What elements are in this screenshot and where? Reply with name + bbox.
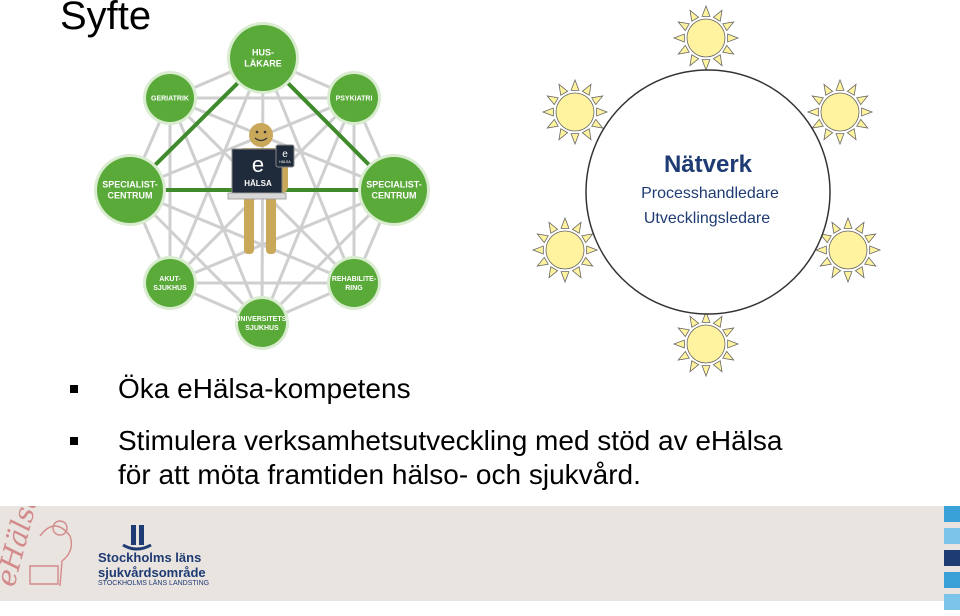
sun-icon [541, 78, 609, 146]
org-name-line2: sjukvårdsområde [98, 565, 206, 580]
org-name-line1: Stockholms läns [98, 550, 202, 565]
person-leg-left [244, 196, 254, 254]
sll-logo-icon [122, 525, 152, 551]
node-label: AKUT- [159, 276, 181, 283]
natverk-role-1: Processhandledare [641, 185, 779, 202]
sun-icon [672, 310, 740, 378]
node-rehab: REHABILITE- RING [327, 256, 381, 310]
decor-square [944, 506, 960, 522]
laptop: e HÄLSA [227, 148, 287, 200]
org-name: Stockholms läns sjukvårdsområde [98, 550, 206, 580]
sun-icon [814, 216, 882, 284]
suns [531, 4, 882, 378]
laptop-halsa-text: HÄLSA [244, 179, 272, 188]
node-spec-left: SPECIALIST-CENTRUM [94, 154, 166, 226]
node-label: PSYKIATRI [336, 95, 373, 102]
decor-square [944, 572, 960, 588]
node-psykiatri: PSYKIATRI [327, 71, 381, 125]
laptop-e-letter: e [252, 152, 264, 177]
node-geriatrik: GERIATRIK [143, 71, 197, 125]
bullet-item: Öka eHälsa-kompetens [70, 372, 783, 406]
node-label: SPECIALIST- [366, 180, 422, 190]
org-subtitle: STOCKHOLMS LÄNS LANDSTING [98, 580, 210, 587]
bullet-item: Stimulera verksamhetsutveckling med stöd… [70, 424, 783, 492]
decor-square [944, 528, 960, 544]
node-label: REHABILITE- [332, 276, 377, 283]
network-link [169, 188, 395, 285]
bullet-list: Öka eHälsa-kompetens Stimulera verksamhe… [70, 372, 783, 492]
node-label: LÄKARE [244, 59, 282, 69]
decor-square [944, 550, 960, 566]
ehalsa-logo-art: eHälsa [0, 506, 73, 590]
node-univ: UNIVERSITETS- SJUKHUS [235, 296, 289, 350]
node-label: GERIATRIK [151, 95, 189, 102]
bullet-text-continued: för att möta framtiden hälso- och sjukvå… [118, 459, 641, 490]
decor-square [944, 594, 960, 610]
slide-title: Syfte [60, 0, 152, 38]
svg-text:eHälsa: eHälsa [0, 506, 46, 590]
decor-squares [944, 506, 960, 616]
bullet-text: Stimulera verksamhetsutveckling med stöd… [118, 425, 783, 456]
node-label: HUS- [252, 48, 274, 58]
node-huslakare: HUS-LÄKARE [227, 22, 299, 94]
person-head [249, 123, 273, 147]
sun-icon [806, 78, 874, 146]
sun-icon [531, 216, 599, 284]
phone-halsa-text: HÄLSA [279, 160, 291, 164]
bullet-marker [70, 385, 78, 393]
node-label: SJUKHUS [245, 325, 279, 332]
node-label: CENTRUM [372, 191, 417, 201]
bullet-text: Öka eHälsa-kompetens [118, 373, 411, 404]
footer-band [0, 506, 960, 601]
natverk-panel: Nätverk Processhandledare Utvecklingsled… [531, 4, 882, 378]
phone: e HÄLSA [275, 144, 295, 168]
phone-e-letter: e [282, 149, 288, 160]
natverk-role-2: Utvecklingsledare [644, 210, 770, 227]
person-leg-right [266, 196, 276, 254]
node-label: SPECIALIST- [102, 180, 158, 190]
node-label: RING [345, 285, 363, 292]
natverk-circle [585, 69, 831, 315]
sun-icon [672, 4, 740, 72]
node-label: SJUKHUS [153, 285, 187, 292]
node-akut: AKUT- SJUKHUS [143, 256, 197, 310]
node-label: CENTRUM [108, 191, 153, 201]
node-label: UNIVERSITETS- [235, 316, 289, 323]
natverk-title: Nätverk [664, 151, 753, 178]
bullet-marker [70, 437, 78, 445]
node-spec-right: SPECIALIST-CENTRUM [358, 154, 430, 226]
